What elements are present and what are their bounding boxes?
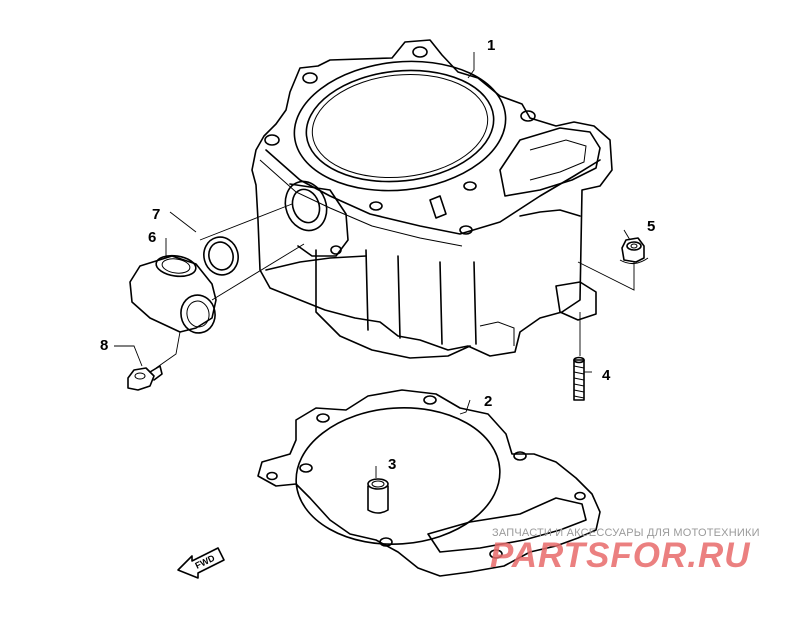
fwd-arrow-icon: FWD [177, 547, 225, 579]
callout-4: 4 [602, 367, 611, 384]
fwd-label: FWD [193, 553, 216, 571]
callout-6: 6 [148, 229, 156, 246]
callout-7: 7 [152, 206, 160, 223]
callout-labels: 1 2 3 4 5 6 7 8 [100, 37, 655, 473]
part-1-cylinder [251, 39, 613, 359]
part-7-o-ring [203, 236, 239, 276]
part-4-stud [573, 356, 585, 401]
callout-1: 1 [487, 37, 495, 54]
callout-2: 2 [484, 393, 492, 410]
part-8-cap-screw [127, 365, 163, 391]
part-2-gasket [257, 389, 601, 577]
watermark-logo: PARTSFOR.RU [490, 536, 751, 575]
part-6-water-outlet [129, 254, 217, 334]
part-5-flange-nut [619, 237, 649, 264]
callout-3: 3 [388, 456, 396, 473]
part-3-dowel-pin [367, 478, 389, 514]
leader-lines [114, 52, 635, 478]
watermark-caption: ЗАПЧАСТИ И АКСЕССУАРЫ ДЛЯ МОТОТЕХНИКИ [492, 527, 760, 539]
callout-8: 8 [100, 337, 108, 354]
callout-5: 5 [647, 218, 655, 235]
